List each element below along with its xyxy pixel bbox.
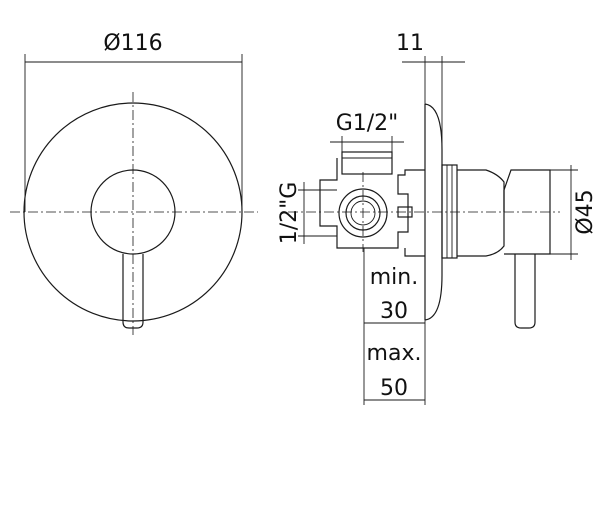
cover-body	[457, 169, 505, 257]
side-lever	[514, 254, 536, 329]
label-max: max.	[367, 341, 422, 366]
label-handle-diameter: Ø45	[573, 189, 598, 234]
label-plate-thickness: 11	[396, 31, 424, 56]
front-view	[10, 54, 258, 335]
dimension-labels: Ø116 11 G1/2" 1/2"G Ø45 min. 30 max. 50	[103, 31, 598, 401]
top-connection	[341, 151, 393, 175]
label-plate-diameter: Ø116	[103, 31, 162, 56]
flange-ring	[441, 164, 458, 259]
side-outlet-outer	[338, 188, 388, 238]
label-min: min.	[370, 265, 418, 290]
label-top-thread: G1/2"	[336, 111, 399, 136]
side-outlet-bore	[350, 200, 376, 226]
label-max-value: 50	[380, 376, 408, 401]
label-min-value: 30	[380, 299, 408, 324]
label-side-thread: 1/2"G	[277, 182, 302, 245]
handle-hub	[503, 169, 551, 255]
side-view	[288, 56, 578, 405]
valve-body	[319, 158, 425, 257]
